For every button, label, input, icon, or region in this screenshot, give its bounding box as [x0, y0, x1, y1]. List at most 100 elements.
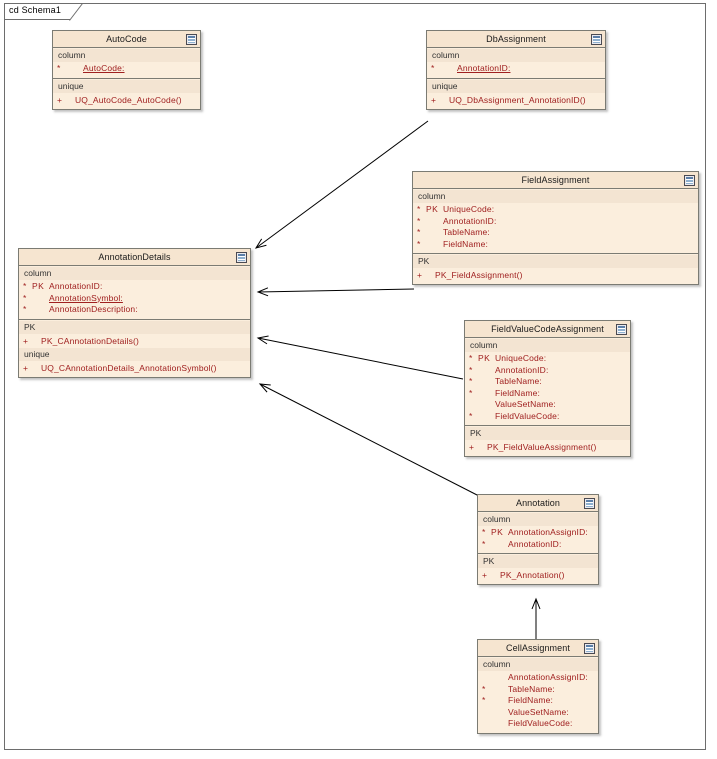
attribute-row: * PK AnnotationID: — [19, 281, 250, 293]
compartment-body: * AutoCode: — [53, 62, 200, 76]
attribute-pk: PK — [491, 527, 504, 537]
class-fieldvaluecodeassignment[interactable]: FieldValueCodeAssignment column * PK Uni… — [464, 320, 631, 457]
attribute-row: * AnnotationID: — [427, 63, 605, 75]
compartment-column: column * PK UniqueCode: * AnnotationID: … — [465, 338, 630, 425]
attribute-mark: * — [469, 353, 473, 363]
compartment-column: column * PK AnnotationAssignID: * Annota… — [478, 512, 598, 553]
compartment-label: PK — [465, 427, 630, 440]
operation-visibility: + — [431, 94, 436, 105]
class-header-fieldassignment: FieldAssignment — [413, 172, 698, 189]
attribute-name: FieldName: — [443, 238, 488, 249]
attribute-row: * TableName: — [465, 376, 630, 388]
operation-signature: UQ_DbAssignment_AnnotationID() — [449, 94, 586, 105]
class-title-cellassignment: CellAssignment — [506, 643, 570, 653]
attribute-mark: * — [417, 215, 421, 226]
operation-signature: PK_Annotation() — [500, 570, 565, 580]
class-header-cellassignment: CellAssignment — [478, 640, 598, 657]
attribute-row: * AnnotationID: — [465, 365, 630, 377]
compartment-pk: PK + PK_FieldValueAssignment() — [465, 425, 630, 456]
compartment-label: column — [427, 49, 605, 62]
class-title-autocode: AutoCode — [106, 34, 147, 44]
class-annotation[interactable]: Annotation column * PK AnnotationAssignI… — [477, 494, 599, 585]
compartment-label: column — [53, 49, 200, 62]
class-title-annotation: Annotation — [515, 498, 561, 508]
class-autocode[interactable]: AutoCode column * AutoCode: unique + UQ_… — [52, 30, 201, 110]
attribute-mark: * — [469, 376, 473, 386]
attribute-name: FieldValueCode: — [495, 410, 560, 421]
compartment-pk: PK + PK_Annotation() — [478, 553, 598, 584]
attribute-row: * FieldName: — [465, 388, 630, 400]
operation-visibility: + — [417, 270, 422, 280]
attribute-mark: * — [57, 63, 61, 73]
class-cellassignment[interactable]: CellAssignment column AnnotationAssignID… — [477, 639, 599, 734]
class-header-annotation: Annotation — [478, 495, 598, 512]
attribute-name: UniqueCode: — [443, 204, 495, 214]
attribute-name: FieldName: — [508, 695, 553, 705]
class-header-annotationdetails: AnnotationDetails — [19, 249, 250, 266]
attribute-row: * PK UniqueCode: — [413, 204, 698, 216]
attribute-row: * PK UniqueCode: — [465, 353, 630, 365]
class-fieldassignment[interactable]: FieldAssignment column * PK UniqueCode: … — [412, 171, 699, 285]
table-grid-icon — [591, 34, 602, 45]
attribute-mark: * — [23, 292, 27, 303]
compartment-unique: unique + UQ_DbAssignment_AnnotationID() — [427, 77, 605, 109]
table-grid-icon — [236, 252, 247, 263]
attribute-row: * AnnotationID: — [478, 539, 598, 551]
compartment-body: + PK_FieldAssignment() — [413, 268, 698, 282]
attribute-name: TableName: — [495, 376, 542, 386]
compartment-body: + PK_FieldValueAssignment() — [465, 440, 630, 454]
compartment-label: column — [478, 513, 598, 526]
operation-row: + PK_FieldAssignment() — [413, 269, 698, 281]
compartment-column: column * AutoCode: — [53, 48, 200, 78]
compartment-pk: PK + PK_FieldAssignment() — [413, 253, 698, 284]
compartment-label: unique — [19, 347, 250, 361]
table-grid-icon — [616, 324, 627, 335]
attribute-mark: * — [417, 204, 421, 214]
operation-signature: PK_FieldValueAssignment() — [487, 442, 597, 452]
class-title-fieldassignment: FieldAssignment — [521, 175, 590, 185]
attribute-mark: * — [431, 63, 435, 73]
class-dbassignment[interactable]: DbAssignment column * AnnotationID: uniq… — [426, 30, 606, 110]
attribute-row: * FieldName: — [478, 695, 598, 707]
attribute-mark: * — [417, 227, 421, 237]
attribute-row: * FieldName: — [413, 239, 698, 251]
class-header-dbassignment: DbAssignment — [427, 31, 605, 48]
operation-row: + PK_Annotation() — [478, 569, 598, 581]
compartment-body: + PK_Annotation() — [478, 568, 598, 582]
attribute-pk: PK — [478, 353, 491, 363]
table-grid-icon — [186, 34, 197, 45]
class-header-fieldvaluecodeassignment: FieldValueCodeAssignment — [465, 321, 630, 338]
operation-row: + PK_CAnnotationDetails() — [19, 335, 250, 347]
operation-signature: PK_CAnnotationDetails() — [41, 335, 139, 346]
attribute-mark: * — [482, 538, 486, 549]
compartment-label: column — [19, 267, 250, 280]
attribute-row: FieldValueCode: — [478, 718, 598, 730]
operation-visibility: + — [469, 442, 474, 452]
operation-row: + UQ_AutoCode_AutoCode() — [53, 94, 200, 106]
class-header-autocode: AutoCode — [53, 31, 200, 48]
attribute-name: AutoCode: — [83, 63, 125, 73]
operation-visibility: + — [57, 94, 62, 105]
attribute-mark: * — [23, 281, 27, 291]
class-annotationdetails[interactable]: AnnotationDetails column * PK Annotation… — [18, 248, 251, 378]
attribute-name: TableName: — [443, 227, 490, 237]
operation-row: + PK_FieldValueAssignment() — [465, 441, 630, 453]
class-title-dbassignment: DbAssignment — [486, 34, 546, 44]
operation-row: + UQ_CAnnotationDetails_AnnotationSymbol… — [19, 362, 250, 374]
compartment-unique: unique + UQ_AutoCode_AutoCode() — [53, 77, 200, 109]
attribute-name: AnnotationSymbol: — [49, 292, 123, 303]
attribute-name: AnnotationID: — [49, 281, 103, 291]
compartment-body: * PK UniqueCode: * AnnotationID: * Table… — [465, 352, 630, 423]
diagram-frame-tab — [4, 3, 70, 20]
compartment-body: * AnnotationID: — [427, 62, 605, 76]
compartment-label: PK — [478, 555, 598, 568]
compartment-body: + UQ_AutoCode_AutoCode() — [53, 92, 200, 107]
attribute-name: AnnotationAssignID: — [508, 672, 588, 682]
attribute-row: * AutoCode: — [53, 63, 200, 75]
compartment-column: column * AnnotationID: — [427, 48, 605, 78]
operation-visibility: + — [482, 570, 487, 580]
attribute-mark: * — [482, 527, 486, 537]
operation-visibility: + — [23, 335, 28, 346]
attribute-name: AnnotationDescription: — [49, 304, 138, 314]
